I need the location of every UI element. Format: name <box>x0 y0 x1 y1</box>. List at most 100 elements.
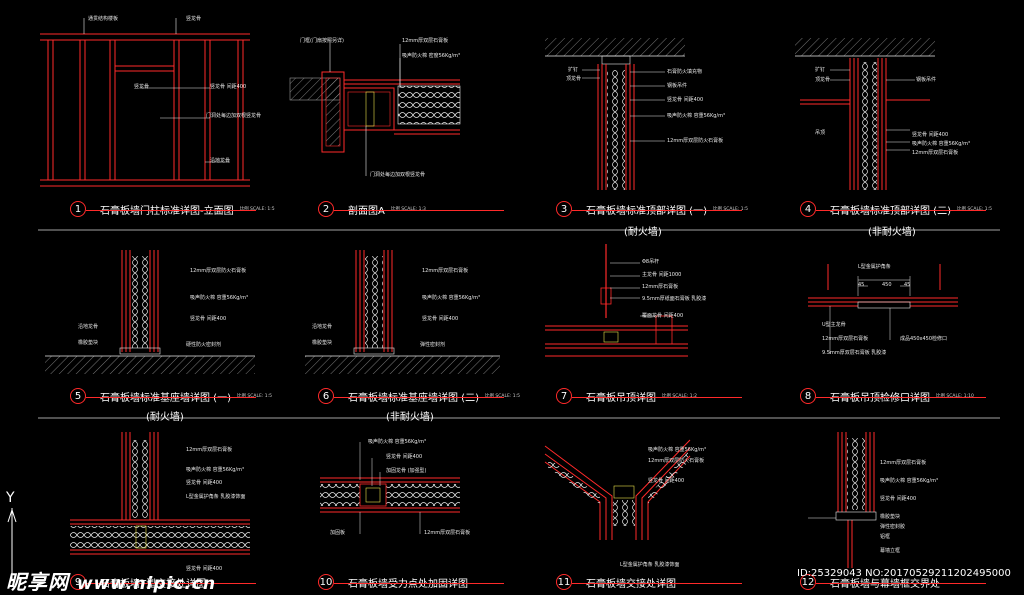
watermark-url: www.nipic.cn <box>76 574 217 594</box>
panel-number: 3 <box>556 201 572 217</box>
panel-2-drawing <box>289 40 461 176</box>
panel-number: 6 <box>318 388 334 404</box>
p6-annotation-label: 竖龙骨 间距400 <box>422 316 459 322</box>
p7-annotation-label: 覆面龙骨 间距400 <box>642 313 684 319</box>
p5-annotation-label: 竖龙骨 间距400 <box>190 316 227 322</box>
p8-annotation-label: 9.5mm厚双层石膏板 乳胶漆 <box>822 350 887 356</box>
panel-number: 1 <box>70 201 86 217</box>
panel-title: 石膏板墙标准基座墙详图 (二) <box>348 392 479 404</box>
watermark-id: ID:25329043 NO:20170529211202495000 <box>797 568 1011 579</box>
panel-1-drawing <box>40 18 250 187</box>
panel-title: 石膏板墙标准顶部详图 (二) <box>830 205 951 217</box>
panel-title-underline <box>334 583 504 584</box>
p3-annotation-label: 12mm厚双层防火石膏板 <box>667 138 724 144</box>
p9-annotation-label: 竖龙骨 间距400 <box>186 480 223 486</box>
p6-annotation-label: 弹性密封剂 <box>420 342 446 348</box>
p12-annotation-label: 弹性密封胶 <box>880 524 906 530</box>
p11-annotation-label: 12mm厚双层防火石膏板 <box>648 458 705 464</box>
panel-title-underline <box>86 397 256 398</box>
panel-scale: 比例 SCALE: 1:5 <box>236 394 273 399</box>
panel-title-underline <box>816 210 986 211</box>
p3-annotation-label: 钢板吊件 <box>667 83 688 89</box>
panel-title: 石膏板墙与幕墙框交界处 <box>830 578 940 590</box>
panel-number: 4 <box>800 201 816 217</box>
panel-title-underline <box>816 397 986 398</box>
panel-number: 8 <box>800 388 816 404</box>
p5-annotation-label: 12mm厚双层防火石膏板 <box>190 268 247 274</box>
p4-annotation-label: 竖龙骨 间距400 <box>912 132 949 138</box>
p11-annotation-label: 竖龙骨 间距400 <box>648 478 685 484</box>
p5-annotation-label: 橡胶垫块 <box>78 340 99 346</box>
p6-annotation-label: 橡胶垫块 <box>312 340 333 346</box>
panel-title-underline <box>572 397 742 398</box>
p8-annotation-label: 450 <box>882 282 892 288</box>
panel-title-underline <box>572 583 742 584</box>
p11-annotation-label: L型金属护角条 乳胶漆饰面 <box>620 562 680 568</box>
p8-annotation-label: U型主龙骨 <box>822 322 846 328</box>
p12-annotation-label: 橡胶垫块 <box>880 514 901 520</box>
panel-title: 石膏板墙受力点处加固详图 <box>348 578 468 590</box>
p9-annotation-label: 12mm厚双层石膏板 <box>186 447 233 453</box>
p1-annotation-label: 竖龙骨 间距400 <box>210 84 247 90</box>
panel-title: 石膏板墙标准基座墙详图 (一) <box>100 392 231 404</box>
ucs-axis-icon <box>7 508 17 580</box>
p8-annotation-label: L型金属护角条 <box>858 264 891 270</box>
p9-annotation-label: 竖龙骨 间距400 <box>186 566 223 572</box>
panel-title: 石膏板墙T型交接处详图 <box>100 578 207 590</box>
panel-3-drawing <box>545 38 685 190</box>
panel-11-drawing <box>544 439 691 540</box>
p8-annotation-label: 成品450x450检修口 <box>900 336 948 342</box>
panel-7-drawing <box>545 244 688 357</box>
p7-annotation-label: Φ8吊杆 <box>642 259 660 265</box>
p10-annotation-label: 12mm厚双层石膏板 <box>424 530 471 536</box>
p6-annotation-label: 沿地龙骨 <box>312 324 333 330</box>
panel-scale: 比例 SCALE: 1:10 <box>936 394 974 399</box>
p10-annotation-label: 加固龙骨 (加强型) <box>386 468 427 474</box>
p7-annotation-label: 主龙骨 间距1000 <box>642 272 682 278</box>
p10-annotation-label: 竖龙骨 间距400 <box>386 454 423 460</box>
panel-scale: 比例 SCALE: 1:5 <box>239 207 275 212</box>
p4-annotation-label: 钢板吊件 <box>916 77 937 83</box>
p5-annotation-label: 硬性防火密封剂 <box>186 342 222 348</box>
panel-title-underline <box>334 210 504 211</box>
panel-subtitle: (非耐火墙) <box>868 227 916 238</box>
p4-annotation-label: 顶龙骨 <box>815 77 831 83</box>
panel-scale: 比例 SCALE: 1:5 <box>712 207 749 212</box>
p4-annotation-label: 吊顶 <box>815 130 826 136</box>
panel-subtitle: (非耐火墙) <box>386 412 434 423</box>
p12-annotation-label: 幕墙立框 <box>880 548 901 554</box>
panel-number: 7 <box>556 388 572 404</box>
panel-number: 10 <box>318 574 334 590</box>
panel-scale: 比例 SCALE: 1:5 <box>484 394 521 399</box>
p5-annotation-label: 沿地龙骨 <box>78 324 99 330</box>
panel-number: 5 <box>70 388 86 404</box>
panel-subtitle: (耐火墙) <box>624 227 662 238</box>
p11-annotation-label: 吸声防火棉 容重56Kg/m³ <box>648 447 706 453</box>
panel-title: 石膏板墙交接处详图 <box>586 578 676 590</box>
watermark-logo-text: 昵享网 <box>6 570 69 594</box>
panel-title-underline <box>86 583 256 584</box>
p4-annotation-label: 扩钉 <box>815 67 826 73</box>
p8-annotation-label: 45 <box>858 282 865 288</box>
panel-number: 12 <box>800 574 816 590</box>
panel-title: 石膏板吊顶详图 <box>586 392 656 404</box>
p12-annotation-label: 铝框 <box>880 534 891 540</box>
p9-annotation-label: L型金属护角条 乳胶漆饰面 <box>186 494 246 500</box>
p1-annotation-label: 门洞处每边加双根竖龙骨 <box>206 113 262 119</box>
panel-10-drawing <box>320 442 460 534</box>
p2-annotation-label: 12mm厚双层石膏板 <box>402 38 449 44</box>
panel-subtitle: (耐火墙) <box>146 412 184 423</box>
panel-5-drawing <box>45 250 255 374</box>
p8-annotation-label: 12mm厚双层石膏板 <box>822 336 869 342</box>
panel-title: 石膏板墙标准顶部详图 (一) <box>586 205 707 217</box>
p1-annotation-label: 竖龙骨 <box>134 84 150 90</box>
panel-8-drawing <box>808 264 958 354</box>
panel-6-drawing <box>305 250 500 374</box>
p8-annotation-label: 45 <box>904 282 911 288</box>
panel-title-row-6: 6 石膏板墙标准基座墙详图 (二) 比例 SCALE: 1:5 <box>318 388 520 404</box>
row-separators <box>38 229 1000 419</box>
